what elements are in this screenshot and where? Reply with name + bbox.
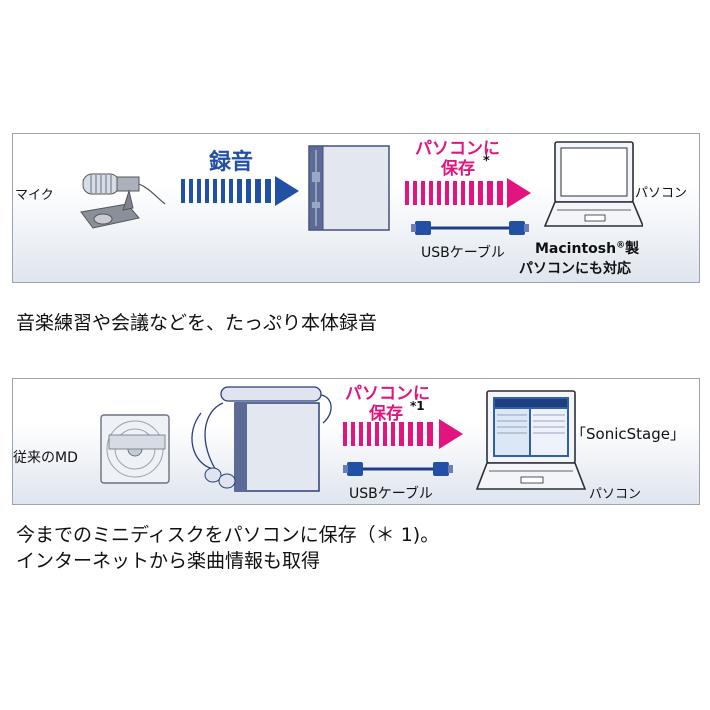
caption-md-line2: インターネットから楽曲情報も取得 — [16, 550, 321, 572]
laptop-sonicstage-icon — [475, 390, 587, 490]
mic-label: マイク — [15, 188, 54, 203]
save-footnote-mark: *1 — [410, 399, 425, 413]
usb-cable-label: USBケーブル — [349, 486, 433, 502]
mac-support-line2: パソコンにも対応 — [519, 261, 631, 277]
caption-recording: 音楽練習や会議などを、たっぷり本体録音 — [16, 312, 378, 334]
record-label: 録音 — [209, 150, 254, 175]
recording-diagram-panel: マイク 録音 パソコンに 保存 — [12, 133, 700, 283]
md-label: 従来のMD — [13, 450, 78, 466]
sonicstage-label: 「SonicStage」 — [571, 425, 685, 443]
record-flow-arrow — [181, 176, 299, 206]
save-label-line1: パソコンに — [415, 139, 500, 159]
save-label-line1: パソコンに — [345, 384, 430, 404]
md-transfer-diagram-panel: 従来のMD パソコンに 保存 *1 — [12, 378, 700, 505]
microphone-icon — [80, 173, 166, 229]
recorder-device-icon — [308, 145, 390, 231]
usb-cable-icon — [343, 462, 453, 476]
caption-md-line1: 今までのミニディスクをパソコンに保存（＊ 1)。 — [16, 524, 440, 546]
save-footnote-mark: * — [483, 154, 490, 169]
save-flow-arrow — [343, 419, 463, 449]
minidisc-icon — [100, 414, 170, 484]
laptop-icon — [543, 141, 643, 227]
md-player-with-earphones-icon — [191, 386, 332, 492]
mac-support-line1: Macintosh®製 — [535, 240, 640, 257]
save-label-line2: 保存 — [369, 404, 403, 424]
save-flow-arrow — [405, 178, 531, 208]
pc-label: パソコン — [635, 186, 688, 201]
usb-cable-icon — [411, 221, 529, 235]
pc-label: パソコン — [589, 487, 642, 502]
usb-cable-label: USBケーブル — [421, 245, 505, 261]
save-label-line2: 保存 — [441, 159, 475, 179]
